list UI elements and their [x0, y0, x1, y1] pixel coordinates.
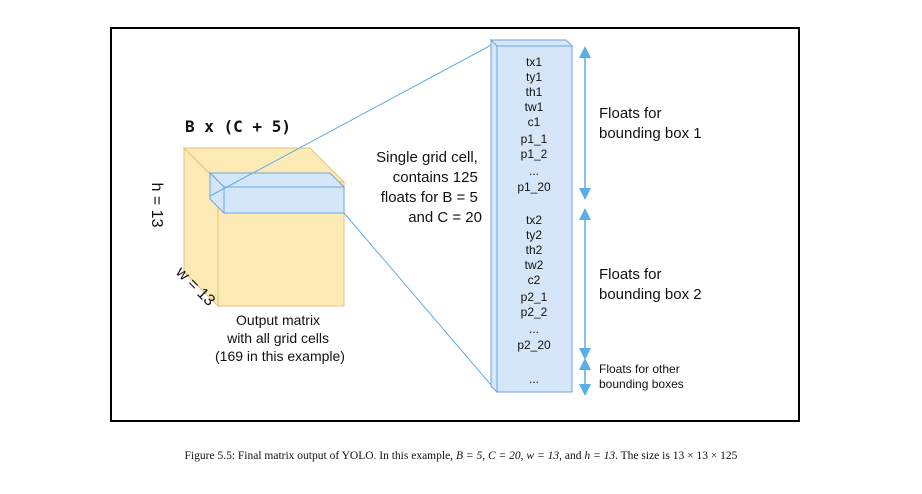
column-entries: tx1 ty1 th1 tw1 c1 p1_1 p1_2 ... p1_20 t…	[517, 55, 551, 386]
bracket-label-box2-line-2: bounding box 2	[599, 286, 702, 303]
column-entry: tx2	[526, 213, 542, 227]
bracket-label-box1: Floats for bounding box 1	[599, 105, 702, 142]
output-matrix-line-3: (169 in this example)	[215, 348, 345, 364]
bracket-label-other: Floats for other bounding boxes	[599, 362, 684, 391]
column-entry: p1_1	[521, 132, 548, 146]
cube-height-label: h = 13	[148, 183, 165, 228]
grid-cell-front	[223, 186, 345, 214]
connector-line-bottom	[343, 212, 498, 393]
bracket-label-box1-line-2: bounding box 1	[599, 125, 702, 142]
column-entry: ty2	[526, 228, 542, 242]
caption-b: B = 5	[455, 450, 483, 462]
output-matrix-line-1: Output matrix	[236, 312, 320, 328]
column-entry: ...	[529, 164, 539, 178]
output-matrix-line-2: with all grid cells	[226, 330, 329, 346]
column-entry: ...	[529, 322, 539, 336]
caption-prefix: Figure 5.5: Final matrix output of YOLO.…	[184, 450, 456, 462]
grid-cell-line-3: floats for B = 5	[381, 189, 478, 206]
column-top	[489, 39, 574, 47]
bracket-label-box2-line-1: Floats for	[599, 266, 662, 283]
output-matrix-label: Output matrix with all grid cells (169 i…	[215, 312, 345, 364]
column-front	[496, 45, 573, 393]
connector-line-top	[209, 41, 498, 197]
bracket-label-box1-line-1: Floats for	[599, 105, 662, 122]
bracket-label-other-line-2: bounding boxes	[599, 377, 684, 391]
grid-cell-line-4: and C = 20	[408, 209, 482, 226]
caption-c: C = 20	[487, 450, 521, 462]
grid-cell-label: Single grid cell, contains 125 floats fo…	[376, 149, 482, 226]
column-entry: p2_1	[521, 290, 548, 304]
column-entry: th2	[526, 243, 543, 257]
column-entry: c1	[528, 115, 541, 129]
caption-w: w = 13	[526, 450, 560, 462]
cube-title: B x (C + 5)	[185, 117, 291, 136]
grid-cell-line-1: Single grid cell,	[376, 149, 478, 166]
column-entry: p1_2	[521, 147, 548, 161]
grid-cell-line-2: contains 125	[393, 169, 478, 186]
column-entry: p2_2	[521, 305, 548, 319]
column-entry: tx1	[526, 55, 542, 69]
column-entry: p2_20	[517, 338, 551, 352]
bracket-label-box2: Floats for bounding box 2	[599, 266, 702, 303]
output-cube	[182, 146, 346, 308]
column-side	[490, 38, 498, 394]
figure-caption: Figure 5.5: Final matrix output of YOLO.…	[184, 450, 738, 462]
column-entry: p1_20	[517, 180, 551, 194]
float-column	[489, 38, 574, 394]
grid-cell-highlight	[208, 171, 346, 215]
column-entry: ty1	[526, 70, 542, 84]
figure-frame	[110, 27, 800, 422]
caption-suffix: . The size is 13 × 13 × 125	[615, 450, 738, 462]
column-entry: ...	[529, 372, 539, 386]
column-entry: tw2	[525, 258, 544, 272]
caption-h: h = 13	[584, 450, 616, 462]
bracket-label-other-line-1: Floats for other	[599, 362, 680, 376]
column-entry: tw1	[525, 100, 544, 114]
column-entry: th1	[526, 85, 543, 99]
column-entry: c2	[528, 273, 541, 287]
